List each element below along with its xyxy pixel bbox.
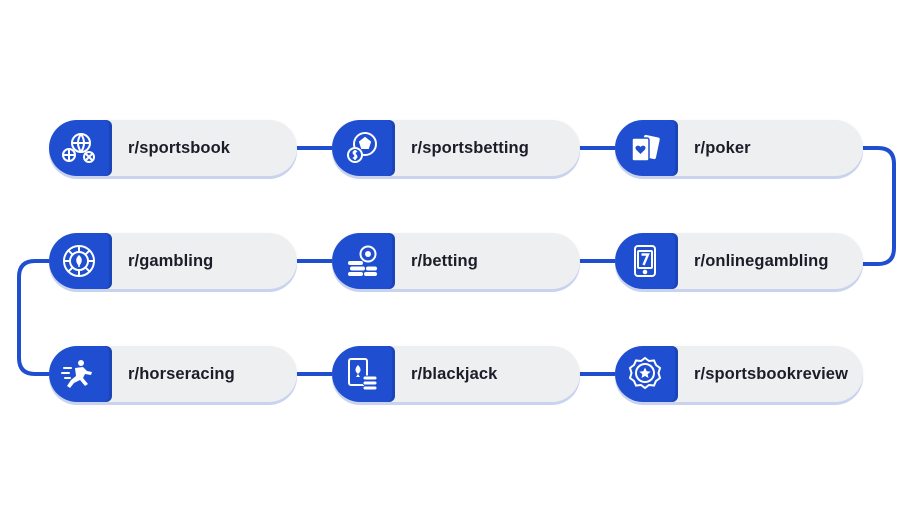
node-sportsbetting[interactable]: r/sportsbetting <box>332 120 580 176</box>
node-label: r/onlinegambling <box>694 252 829 270</box>
connector-gambling-horseracing <box>17 259 53 376</box>
node-gambling[interactable]: r/gambling <box>49 233 297 289</box>
soccer-ball-coin-icon <box>332 120 392 176</box>
node-label: r/betting <box>411 252 478 270</box>
node-label: r/blackjack <box>411 365 498 383</box>
node-betting[interactable]: r/betting <box>332 233 580 289</box>
node-label: r/gambling <box>128 252 214 270</box>
roulette-chip-icon <box>49 233 109 289</box>
node-label: r/sportsbook <box>128 139 231 157</box>
node-label: r/horseracing <box>128 365 235 383</box>
node-sportsbook[interactable]: r/sportsbook <box>49 120 297 176</box>
node-poker[interactable]: r/poker <box>615 120 863 176</box>
node-onlinegambling[interactable]: r/onlinegambling <box>615 233 863 289</box>
playing-cards-icon <box>615 120 675 176</box>
sports-balls-icon <box>49 120 109 176</box>
star-badge-icon <box>615 346 675 402</box>
node-sportsbookreview[interactable]: r/sportsbookreview <box>615 346 863 402</box>
node-blackjack[interactable]: r/blackjack <box>332 346 580 402</box>
horse-racing-icon <box>49 346 109 402</box>
node-horseracing[interactable]: r/horseracing <box>49 346 297 402</box>
node-label: r/poker <box>694 139 751 157</box>
node-label: r/sportsbetting <box>411 139 529 157</box>
connector-poker-onlinegambling <box>860 146 896 266</box>
mobile-slot-icon <box>615 233 675 289</box>
blackjack-card-chips-icon <box>332 346 392 402</box>
chip-stack-icon <box>332 233 392 289</box>
node-label: r/sportsbookreview <box>694 365 849 383</box>
